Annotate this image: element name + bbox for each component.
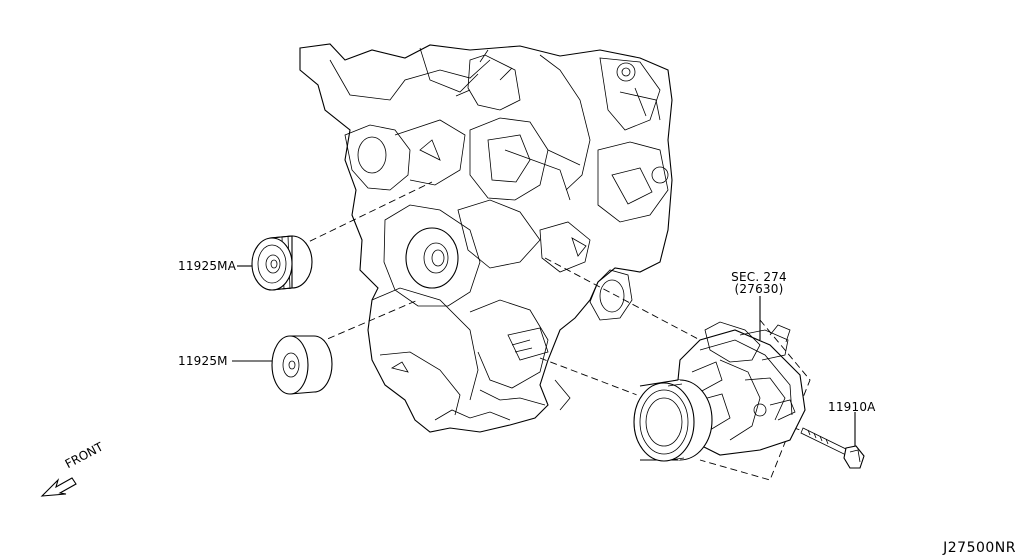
leader-upper-pulley [299,181,433,247]
ac-compressor [633,321,806,462]
front-arrow-icon [40,477,77,497]
leader-compressor-top [544,257,701,341]
engine-block [299,43,673,433]
pulley-11925ma [251,235,313,291]
diagram-code: J27500NR [943,540,1016,556]
bolt-11910a [800,427,865,469]
leader-lower-pulley [317,299,419,344]
idler-11925m [271,335,333,395]
label-sec-ref: SEC. 274 [731,270,787,284]
label-sec-ref-sub: (27630) [734,282,784,296]
label-11925ma: 11925MA [178,259,237,273]
leader-compressor-box [699,319,811,481]
label-11910a: 11910A [828,400,876,414]
label-11925m: 11925M [178,354,228,368]
leader-compressor-left [539,357,646,399]
